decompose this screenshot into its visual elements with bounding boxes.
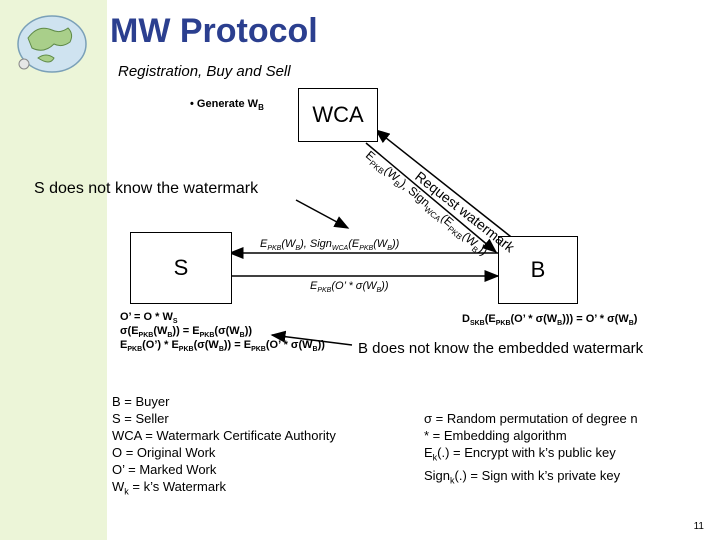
legend-item: * = Embedding algorithm: [424, 428, 567, 443]
wca-label: WCA: [312, 102, 364, 127]
sidebar-decoration: [0, 0, 107, 540]
generate-note: • Generate WB: [190, 98, 264, 113]
seller-label: S: [173, 255, 189, 280]
seller-calc-line-3: EPKB(O’) * EPKB(σ(WB)) = EPKB(O’ * σ(WB)…: [120, 339, 325, 354]
legend-item: B = Buyer: [112, 394, 170, 409]
buyer-calc: DSKB(EPKB(O’ * σ(WB))) = O’ * σ(WB): [462, 313, 638, 328]
legend-right: σ = Random permutation of degree n * = E…: [424, 410, 638, 489]
buyer-label: B: [530, 257, 546, 282]
legend-item: Signk(.) = Sign with k’s private key: [424, 467, 621, 486]
page-number: 11: [693, 521, 704, 532]
legend-item: S = Seller: [112, 411, 169, 426]
legend-item: WCA = Watermark Certificate Authority: [112, 428, 336, 443]
calc-pointer: [270, 330, 353, 346]
legend-left: B = Buyer S = Seller WCA = Watermark Cer…: [112, 393, 336, 501]
seller-calc-line-1: O’ = O * WS: [120, 311, 178, 326]
seller-calc-line-2: σ(EPKB(WB)) = EPKB(σ(WB)): [120, 325, 253, 340]
globe-logo-icon: [17, 15, 87, 73]
seller-unaware-note: S does not know the watermark: [34, 180, 259, 197]
legend-item: O = Original Work: [112, 445, 216, 460]
legend-item: O’ = Marked Work: [112, 462, 217, 477]
slide-title: MW Protocol: [110, 12, 318, 50]
legend-item: Wk = k’s Watermark: [112, 479, 226, 497]
legend-item: Ek(.) = Encrypt with k’s public key: [424, 445, 616, 463]
s-to-b-label: EPKB(O’ * σ(WB)): [310, 280, 389, 295]
buyer-node: B: [498, 236, 578, 304]
wca-node: WCA: [298, 88, 378, 142]
buyer-unaware-note: B does not know the embedded watermark: [358, 340, 644, 357]
seller-node: S: [130, 232, 232, 304]
wca-reply-arrow: [365, 142, 498, 253]
b-to-s-label: EPKB(WB), SignWCA(EPKB(WB)): [260, 238, 400, 253]
s-unaware-pointer: [295, 199, 350, 229]
legend-item: σ = Random permutation of degree n: [424, 411, 638, 426]
slide-subtitle: Registration, Buy and Sell: [118, 63, 291, 80]
request-arrow: [374, 129, 516, 241]
